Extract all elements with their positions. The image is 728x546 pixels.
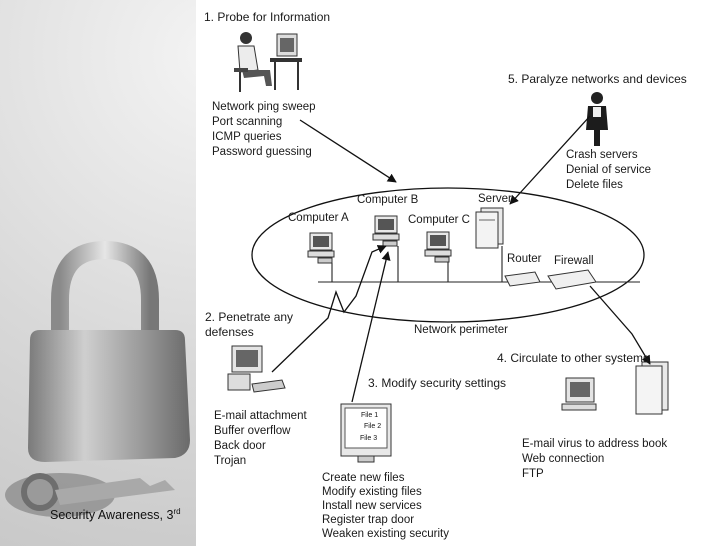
computer-a-label: Computer A [288,212,349,224]
paralyze-item: Crash servers [566,149,638,161]
router-icon [504,271,541,287]
computer-a-icon [307,232,335,264]
paralyze-item: Delete files [566,179,623,191]
probe-title: 1. Probe for Information [204,10,331,24]
penetrate-arrow [271,245,387,373]
screen-file-2: File 2 [364,423,381,430]
paralyze-title: 5. Paralyze networks and devices [508,72,687,86]
router-label: Router [507,253,542,265]
penetrate-title: 2. Penetrate any [205,310,294,324]
probe-item: Password guessing [212,146,312,158]
computer-b-icon [372,215,400,247]
circulate-arrow [589,285,651,365]
penetrate-item: E-mail attachment [214,410,307,422]
probe-item: Network ping sweep [212,101,316,113]
penetrate-title-2: defenses [205,325,254,339]
server-icon [475,207,504,249]
computer-b-label: Computer B [357,194,419,206]
screen-file-1: File 1 [361,412,378,419]
footer-text: Security Awareness, 3 [50,508,174,523]
server-label: Server [478,193,512,205]
circulate-workstation [561,361,669,415]
slide-footer: Security Awareness, 3rd [50,507,181,522]
attacker-workstation-2 [227,345,286,393]
penetrate-item: Buffer overflow [214,425,291,437]
probe-item: Port scanning [212,116,283,128]
attacker-person [586,92,608,146]
modify-title: 3. Modify security settings [368,376,507,390]
modify-item: Modify existing files [322,486,422,498]
firewall-icon [547,269,597,290]
diagram-panel [196,0,728,546]
network-perimeter-ellipse [251,187,645,323]
screen-file-3: File 3 [360,435,377,442]
paralyze-arrow [509,115,591,205]
modify-item: Install new services [322,500,422,512]
circulate-item: FTP [522,468,544,480]
attacker-workstation-1 [234,32,302,92]
modify-item: Register trap door [322,514,415,526]
circulate-item: Web connection [522,453,605,465]
modify-monitor [340,403,392,463]
modify-item: Weaken existing security [322,528,449,540]
circulate-title: 4. Circulate to other systems [497,351,650,365]
modify-arrow [351,251,391,403]
penetrate-item: Trojan [214,455,247,467]
network-perimeter-label: Network perimeter [414,324,508,336]
computer-c-label: Computer C [408,214,470,226]
penetrate-item: Back door [214,440,266,452]
probe-arrow [299,119,397,183]
footer-superscript: rd [173,507,181,516]
paralyze-item: Denial of service [566,164,652,176]
computer-c-icon [424,231,452,263]
circulate-item: E-mail virus to address book [522,438,668,450]
probe-item: ICMP queries [212,131,282,143]
firewall-label: Firewall [554,255,594,267]
modify-item: Create new files [322,472,405,484]
